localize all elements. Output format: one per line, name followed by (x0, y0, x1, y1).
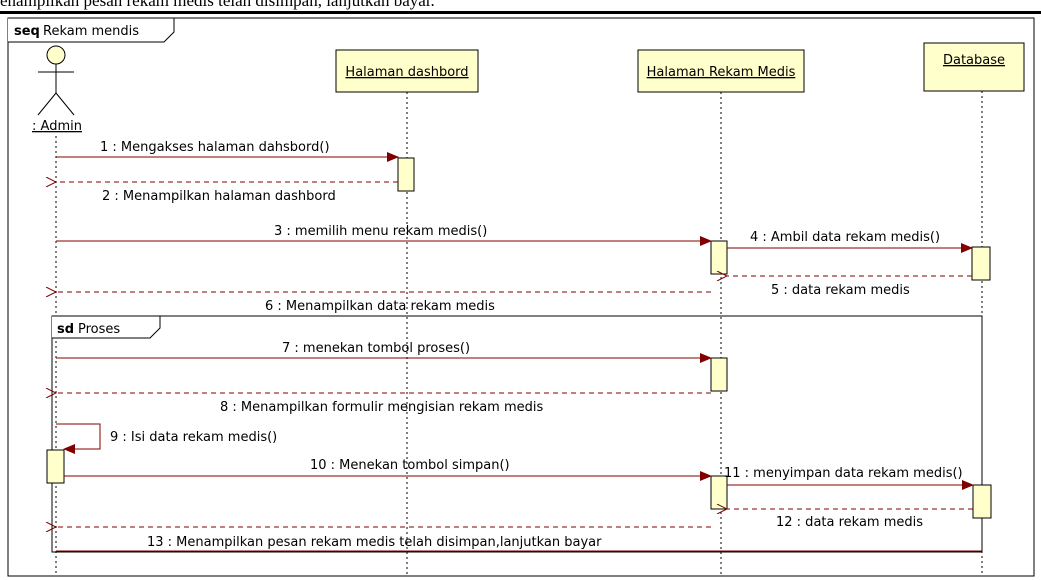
activation-database-2 (972, 484, 992, 519)
message-4-label: 4 : Ambil data rekam medis() (750, 230, 940, 245)
message-12[interactable]: 12 : data rekam medis (727, 509, 973, 530)
lifeline-halaman-rekam-medis[interactable]: Halaman Rekam Medis (637, 49, 805, 93)
activation-database-1 (971, 246, 991, 281)
message-2-label: 2 : Menampilkan halaman dashbord (102, 189, 336, 204)
lifeline-halaman-dashbord[interactable]: Halaman dashbord (335, 49, 479, 93)
message-10-label: 10 : Menekan tombol simpan() (310, 458, 510, 473)
activation-rekam-medis-2 (710, 357, 728, 392)
frame-tab (8, 17, 175, 43)
message-7[interactable]: 7 : menekan tombol proses() (56, 341, 712, 363)
proses-fragment-tab (52, 315, 161, 339)
message-5-label: 5 : data rekam medis (771, 283, 910, 298)
message-8-label: 8 : Menampilkan formulir mengisian rekam… (220, 400, 543, 415)
lifeline-database[interactable]: Database (923, 42, 1025, 92)
proses-fragment (51, 315, 983, 553)
actor-head-icon (46, 45, 66, 65)
message-12-label: 12 : data rekam medis (776, 515, 923, 530)
lifeline-label-database: Database (943, 53, 1005, 68)
message-13[interactable]: 13 : Menampilkan pesan rekam medis telah… (56, 535, 982, 552)
message-13-label: 13 : Menampilkan pesan rekam medis telah… (147, 535, 602, 550)
activation-admin (46, 449, 65, 484)
message-1[interactable]: 1 : Mengakses halaman dahsbord() (56, 140, 399, 162)
message-11-label: 11 : menyimpan data rekam medis() (724, 466, 963, 481)
fragment-name: Proses (78, 322, 120, 337)
message-5[interactable]: 5 : data rekam medis (727, 276, 972, 298)
top-caption: enampilkan pesan rekam medis telah disim… (0, 0, 435, 10)
message-7-label: 7 : menekan tombol proses() (282, 341, 470, 356)
frame-keyword: seq (14, 24, 40, 39)
frame-name: Rekam mendis (43, 24, 139, 39)
top-rule (0, 11, 1041, 14)
activation-dashbord (397, 157, 415, 192)
lifeline-label-dashbord: Halaman dashbord (345, 65, 468, 80)
message-6[interactable]: 6 : Menampilkan data rekam medis (56, 292, 711, 314)
message-9-label: 9 : Isi data rekam medis() (110, 430, 277, 445)
message-11[interactable]: 11 : menyimpan data rekam medis() (724, 466, 974, 490)
message-10[interactable]: 10 : Menekan tombol simpan() (64, 458, 712, 481)
message-1-label: 1 : Mengakses halaman dahsbord() (100, 140, 330, 155)
activation-rekam-medis-1 (710, 240, 728, 275)
message-4[interactable]: 4 : Ambil data rekam medis() (727, 230, 973, 253)
message-3-label: 3 : memilih menu rekam medis() (274, 224, 487, 239)
lifeline-label-rekam-medis: Halaman Rekam Medis (647, 65, 796, 80)
admin-actor[interactable]: : Admin (32, 45, 82, 134)
message-8[interactable]: 8 : Menampilkan formulir mengisian rekam… (56, 393, 711, 415)
message-2[interactable]: 2 : Menampilkan halaman dashbord (56, 182, 398, 204)
actor-label: : Admin (32, 119, 82, 134)
fragment-keyword: sd (57, 322, 74, 337)
message-9[interactable]: 9 : Isi data rekam medis() (56, 423, 277, 454)
message-6-label: 6 : Menampilkan data rekam medis (265, 299, 495, 314)
sequence-frame (7, 17, 1035, 577)
message-3[interactable]: 3 : memilih menu rekam medis() (56, 224, 712, 246)
